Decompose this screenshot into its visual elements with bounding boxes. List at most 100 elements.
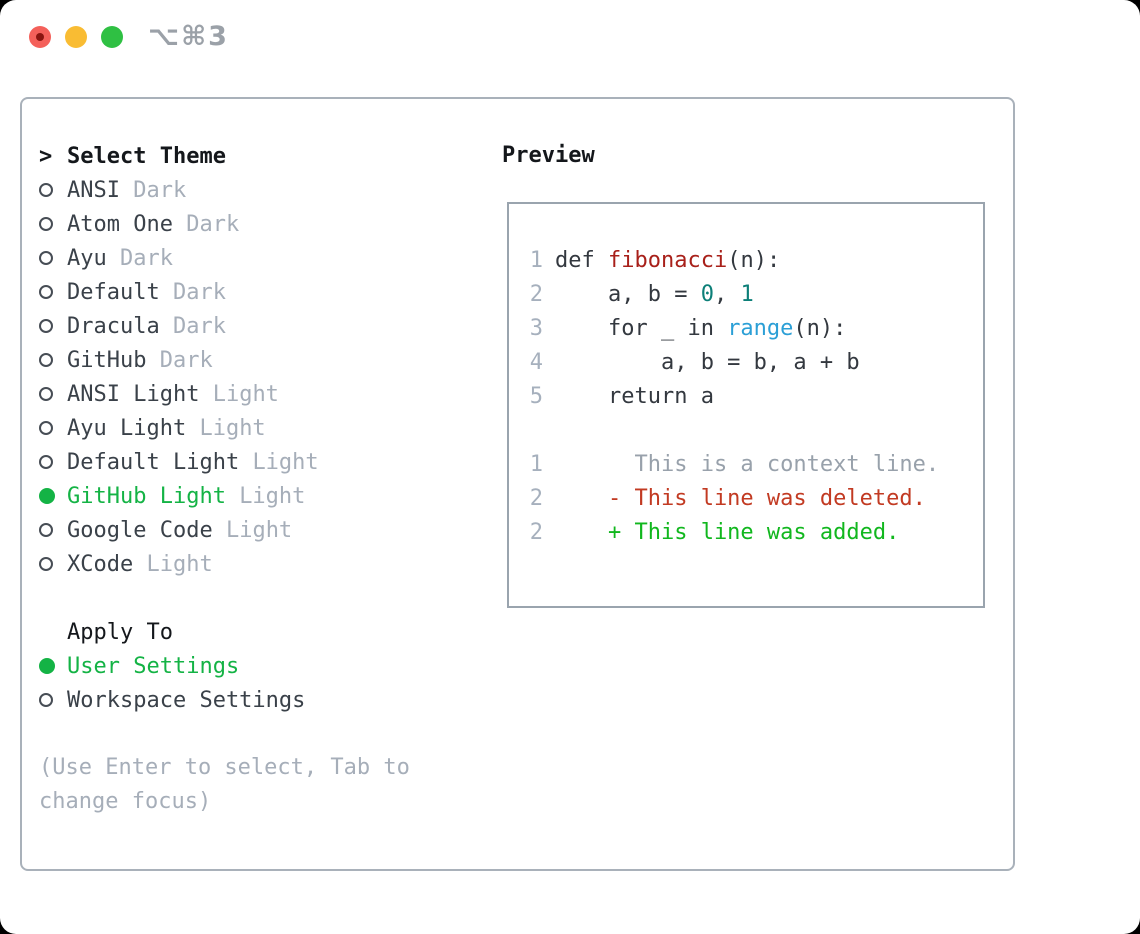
- code-segment-function: fibonacci: [607, 247, 728, 273]
- code-line: 5 return a: [529, 379, 983, 413]
- preview-title: Preview: [502, 143, 595, 168]
- radio-icon[interactable]: [39, 217, 53, 231]
- radio-icon[interactable]: [39, 285, 53, 299]
- radio-selected-icon[interactable]: [39, 658, 55, 674]
- code-line: 3 for _ in range(n):: [529, 311, 983, 345]
- line-number: 2: [529, 485, 543, 511]
- code-segment-deleted: - This line was deleted.: [555, 485, 926, 511]
- code-segment-code: def: [555, 247, 608, 273]
- diff-line: 1 This is a context line.: [529, 447, 983, 481]
- select-theme-title: Select Theme: [67, 143, 226, 169]
- theme-option-default-light[interactable]: Default Light Light: [39, 445, 410, 479]
- line-content: def fibonacci(n):: [555, 248, 780, 273]
- theme-option-ayu-light[interactable]: Ayu Light Light: [39, 411, 410, 445]
- radio-icon[interactable]: [39, 319, 53, 333]
- section-gap: [39, 581, 410, 615]
- radio-icon[interactable]: [39, 557, 53, 571]
- line-content: return a: [555, 384, 714, 409]
- radio-icon[interactable]: [39, 455, 53, 469]
- radio-icon[interactable]: [39, 421, 53, 435]
- code-segment-code: a, b = b, a + b: [555, 349, 860, 375]
- code-segment-code: ,: [713, 281, 741, 307]
- radio-cell: [39, 523, 67, 537]
- theme-name: Default Light: [67, 449, 253, 475]
- section-gap: [39, 717, 410, 751]
- theme-option-ansi[interactable]: ANSI Dark: [39, 173, 410, 207]
- theme-name: XCode: [67, 551, 147, 577]
- code-segment-number: 0: [700, 281, 714, 307]
- radio-icon[interactable]: [39, 387, 53, 401]
- radio-icon[interactable]: [39, 693, 53, 707]
- line-number: 3: [529, 315, 543, 341]
- select-theme-header-row: > Select Theme: [39, 139, 410, 173]
- code-segment-number: 1: [740, 281, 754, 307]
- code-segment-code: a, b =: [555, 281, 701, 307]
- radio-cell: [39, 693, 67, 707]
- code-segment-code: for _ in: [555, 315, 728, 341]
- line-content: + This line was added.: [555, 520, 899, 545]
- theme-name: Ayu: [67, 245, 120, 271]
- theme-name: Atom One: [67, 211, 187, 237]
- theme-option-github-light[interactable]: GitHub Light Light: [39, 479, 410, 513]
- apply-option-user-settings[interactable]: User Settings: [39, 649, 410, 683]
- line-number: 1: [529, 451, 543, 477]
- theme-variant-badge: Light: [225, 517, 293, 543]
- radio-icon[interactable]: [39, 353, 53, 367]
- theme-option-xcode[interactable]: XCode Light: [39, 547, 410, 581]
- theme-variant-badge: Light: [199, 415, 266, 441]
- theme-option-github[interactable]: GitHub Dark: [39, 343, 410, 377]
- theme-variant-badge: Dark: [172, 279, 226, 305]
- theme-variant-badge: Light: [252, 449, 319, 475]
- radio-cell: [39, 557, 67, 571]
- diff-line: 2 - This line was deleted.: [529, 481, 983, 515]
- theme-variant-badge: Light: [239, 483, 306, 509]
- radio-icon[interactable]: [39, 183, 53, 197]
- theme-name: Google Code: [67, 517, 226, 543]
- theme-name: GitHub: [67, 347, 160, 373]
- code-segment-code: (n):: [727, 247, 781, 273]
- theme-option-google-code[interactable]: Google Code Light: [39, 513, 410, 547]
- theme-option-ansi-light[interactable]: ANSI Light Light: [39, 377, 410, 411]
- line-number: 1: [529, 247, 543, 273]
- zoom-button[interactable]: [101, 26, 123, 48]
- radio-cell: [39, 455, 67, 469]
- theme-variant-badge: Light: [146, 551, 213, 577]
- close-button[interactable]: [29, 26, 51, 48]
- apply-option-workspace-settings[interactable]: Workspace Settings: [39, 683, 410, 717]
- theme-name: ANSI Light: [67, 381, 213, 407]
- apply-option-label: Workspace Settings: [67, 687, 306, 713]
- cursor-prompt-icon: >: [39, 143, 53, 169]
- preview-gap: [529, 413, 983, 447]
- diff-preview: 1 This is a context line.2 - This line w…: [529, 447, 983, 549]
- code-segment-context: This is a context line.: [555, 451, 940, 477]
- line-content: a, b = 0, 1: [555, 282, 754, 307]
- window-title-shortcut: ⌥⌘3: [148, 21, 229, 52]
- radio-cell: [39, 353, 67, 367]
- theme-name: Dracula: [67, 313, 173, 339]
- radio-cell: [39, 183, 67, 197]
- radio-icon[interactable]: [39, 523, 53, 537]
- code-segment-code: (n):: [793, 315, 847, 341]
- theme-option-default[interactable]: Default Dark: [39, 275, 410, 309]
- line-number: 2: [529, 281, 543, 307]
- code-segment-builtin: range: [727, 315, 794, 341]
- theme-variant-badge: Dark: [172, 313, 226, 339]
- code-line: 2 a, b = 0, 1: [529, 277, 983, 311]
- radio-icon[interactable]: [39, 251, 53, 265]
- radio-cell: [39, 658, 67, 674]
- theme-option-dracula[interactable]: Dracula Dark: [39, 309, 410, 343]
- theme-name: Default: [67, 279, 173, 305]
- radio-selected-icon[interactable]: [39, 488, 55, 504]
- line-content: for _ in range(n):: [555, 316, 846, 341]
- minimize-button[interactable]: [65, 26, 87, 48]
- radio-cell: [39, 421, 67, 435]
- theme-variant-badge: Dark: [186, 211, 240, 237]
- line-number: 5: [529, 383, 543, 409]
- theme-option-atom-one[interactable]: Atom One Dark: [39, 207, 410, 241]
- theme-option-ayu[interactable]: Ayu Dark: [39, 241, 410, 275]
